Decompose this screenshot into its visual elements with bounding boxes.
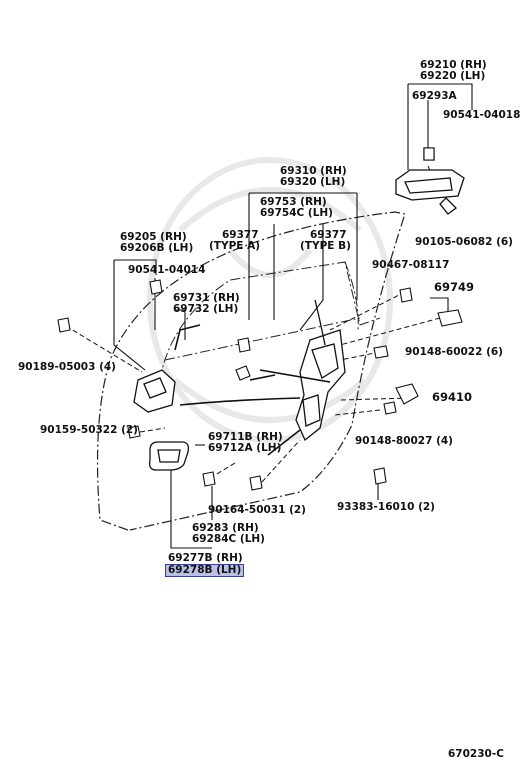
door-frame-line	[164, 261, 361, 361]
part-label-type-b: (TYPE B)	[300, 240, 351, 252]
diagram-code: 670230-C	[448, 748, 504, 760]
part-label-type-a: (TYPE A)	[209, 240, 261, 252]
part-label-90164: 90164-50031 (2)	[208, 504, 306, 516]
part-label-69278b-highlighted[interactable]: 69278B (LH)	[165, 564, 245, 577]
part-label-69377-a: 69377	[222, 229, 259, 241]
inside-handle-part	[133, 369, 176, 413]
door-outline	[96, 211, 406, 531]
part-label-93383: 93383-16010 (2)	[337, 501, 435, 513]
part-label-90467: 90467-08117	[372, 259, 450, 271]
part-label-90148-60022: 90148-60022 (6)	[405, 346, 503, 358]
door-lock-assembly	[295, 299, 346, 442]
part-label-69711b: 69711B (RH)	[208, 431, 283, 443]
part-label-69205: 69205 (RH)	[120, 231, 187, 243]
part-label-90105: 90105-06082 (6)	[415, 236, 513, 248]
part-label-69377-b: 69377	[310, 229, 347, 241]
fasteners	[57, 147, 463, 491]
part-label-69754c: 69754C (LH)	[260, 207, 333, 219]
part-label-69410: 69410	[432, 390, 473, 404]
part-label-69712a: 69712A (LH)	[208, 442, 282, 454]
part-label-69753: 69753 (RH)	[260, 196, 327, 208]
part-label-69731: 69731 (RH)	[173, 292, 240, 304]
part-label-90541-04014: 90541-04014	[128, 264, 206, 276]
part-label-69284c: 69284C (LH)	[192, 533, 265, 545]
part-label-69210: 69210 (RH)	[420, 59, 487, 71]
part-label-90148-80027: 90148-80027 (4)	[355, 435, 453, 447]
part-label-69320: 69320 (LH)	[280, 176, 346, 188]
part-label-69749: 69749	[434, 280, 475, 294]
part-label-69220: 69220 (LH)	[420, 70, 486, 82]
dashed-leaders	[65, 165, 441, 483]
part-label-90541-04018: 90541-04018	[443, 109, 521, 121]
part-label-69310: 69310 (RH)	[280, 165, 347, 177]
linkage-rods	[174, 324, 331, 456]
part-label-69732: 69732 (LH)	[173, 303, 239, 315]
leader-lines	[113, 83, 473, 549]
part-label-90159: 90159-50322 (2)	[40, 424, 138, 436]
part-label-90189: 90189-05003 (4)	[18, 361, 116, 373]
part-label-69283: 69283 (RH)	[192, 522, 259, 534]
handle-bezel-part	[148, 441, 190, 471]
part-label-69206b: 69206B (LH)	[120, 242, 194, 254]
part-label-69293a: 69293A	[412, 90, 457, 102]
part-label-69277b: 69277B (RH)	[168, 552, 243, 564]
